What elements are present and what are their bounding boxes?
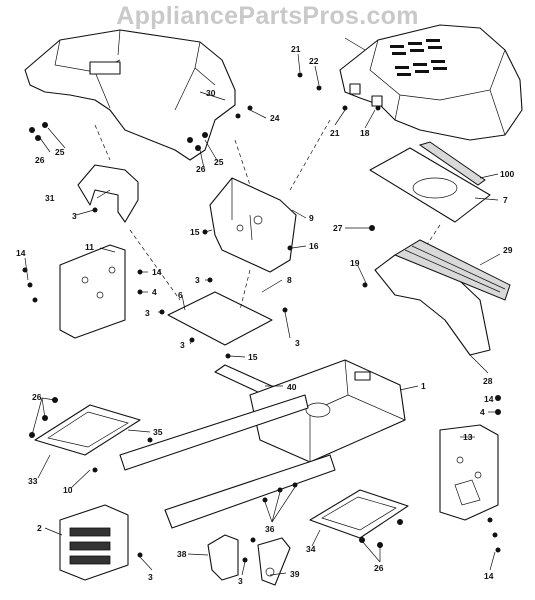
callout-100: 100 bbox=[500, 169, 514, 179]
callout-10: 10 bbox=[63, 485, 73, 495]
callout-35: 35 bbox=[153, 427, 163, 437]
callout-4-right: 4 bbox=[480, 407, 485, 417]
callout-2: 2 bbox=[37, 523, 42, 533]
callout-29: 29 bbox=[503, 245, 513, 255]
callout-leaders bbox=[24, 37, 501, 576]
callout-25-left: 25 bbox=[55, 147, 65, 157]
callout-39: 39 bbox=[290, 569, 300, 579]
callout-3-e: 3 bbox=[295, 338, 300, 348]
hood-support-plate-part bbox=[369, 147, 491, 223]
callout-11: 11 bbox=[85, 242, 94, 252]
callout-33: 33 bbox=[28, 476, 38, 486]
callout-9: 9 bbox=[309, 213, 314, 223]
front-grille-part bbox=[393, 239, 511, 301]
dash-panel-part bbox=[209, 177, 297, 273]
left-footrest-part bbox=[34, 404, 141, 456]
hardware-screws bbox=[22, 72, 501, 563]
callout-26-bottom: 26 bbox=[374, 563, 384, 573]
callout-3-d: 3 bbox=[180, 340, 185, 350]
callout-27: 27 bbox=[333, 223, 343, 233]
callout-24: 24 bbox=[270, 113, 280, 123]
callout-15-b: 15 bbox=[248, 352, 258, 362]
frame-rail-left-part bbox=[119, 394, 309, 471]
callout-26-right: 26 bbox=[196, 164, 206, 174]
bracket-38-part bbox=[207, 534, 239, 581]
rear-panel-part bbox=[59, 504, 129, 581]
callout-18: 18 bbox=[360, 128, 370, 138]
callout-22: 22 bbox=[309, 56, 319, 66]
callout-38: 38 bbox=[177, 549, 187, 559]
assembly-leader-lines bbox=[94, 119, 441, 311]
frame-rail-right-part bbox=[164, 454, 336, 529]
callout-14-left: 14 bbox=[16, 248, 26, 258]
mounting-plate-part bbox=[167, 291, 273, 346]
callout-34: 34 bbox=[306, 544, 316, 554]
grille-strip-part bbox=[418, 141, 486, 186]
callout-3-a: 3 bbox=[72, 211, 77, 221]
callout-14-mid: 14 bbox=[152, 267, 162, 277]
callout-6: 6 bbox=[178, 290, 183, 300]
hood-part bbox=[339, 24, 523, 141]
callout-26-mid: 26 bbox=[32, 392, 42, 402]
callout-3-g: 3 bbox=[238, 576, 243, 586]
callout-21-top: 21 bbox=[291, 44, 301, 54]
callout-3-c: 3 bbox=[145, 308, 150, 318]
callout-4-mid: 4 bbox=[152, 287, 157, 297]
callout-14-bottom: 14 bbox=[484, 571, 494, 581]
right-side-panel-part bbox=[439, 424, 499, 521]
callout-40: 40 bbox=[287, 382, 297, 392]
callout-28: 28 bbox=[483, 376, 493, 386]
rear-fender-part bbox=[24, 29, 236, 161]
callout-7: 7 bbox=[503, 195, 508, 205]
callout-15-a: 15 bbox=[190, 227, 200, 237]
callout-3-b: 3 bbox=[195, 275, 200, 285]
callout-25-right: 25 bbox=[214, 157, 224, 167]
bracket-39-part bbox=[257, 537, 291, 586]
callout-8: 8 bbox=[287, 275, 292, 285]
callout-13: 13 bbox=[463, 432, 473, 442]
callout-26-left: 26 bbox=[35, 155, 45, 165]
seat-bracket-part bbox=[77, 164, 139, 223]
callout-21-bottom: 21 bbox=[330, 128, 340, 138]
callout-14-right: 14 bbox=[484, 394, 494, 404]
callout-3-f: 3 bbox=[148, 572, 153, 582]
callout-31: 31 bbox=[45, 193, 55, 203]
callout-16: 16 bbox=[309, 241, 319, 251]
callout-30: 30 bbox=[206, 88, 216, 98]
callout-1: 1 bbox=[421, 381, 426, 391]
callout-labels: 30 21 22 24 25 26 25 26 21 18 31 3 100 7… bbox=[16, 44, 514, 586]
left-side-panel-part bbox=[59, 244, 126, 339]
callout-36: 36 bbox=[265, 524, 275, 534]
main-frame-part bbox=[249, 359, 406, 463]
right-footrest-part bbox=[309, 489, 409, 539]
callout-19: 19 bbox=[350, 258, 360, 268]
